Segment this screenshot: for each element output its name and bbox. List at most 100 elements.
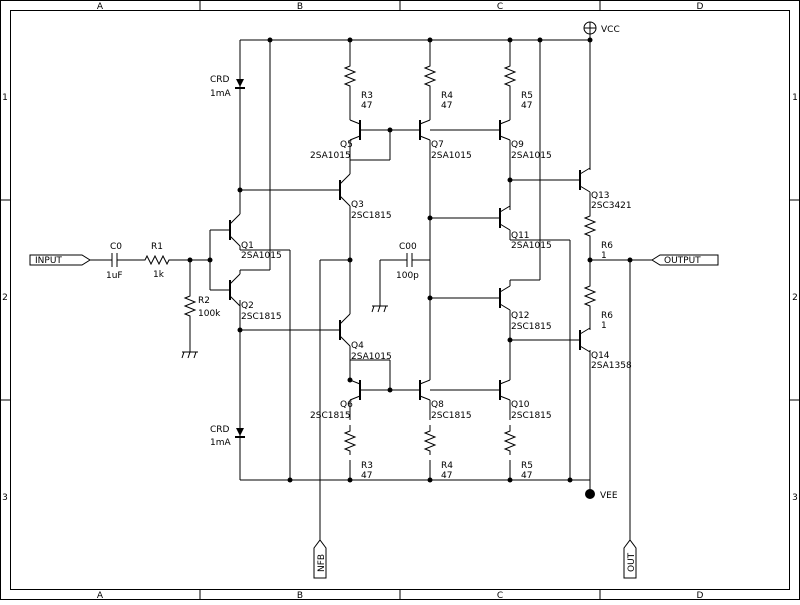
- r2-name: R2: [198, 296, 210, 306]
- grid-col-c-bottom: C: [497, 591, 503, 600]
- grid-row-2-right: 2: [792, 293, 798, 303]
- crd-bottom-name: CRD: [210, 425, 230, 435]
- q9-part: 2SA1015: [511, 151, 552, 161]
- q12-part: 2SC1815: [511, 322, 552, 332]
- q14-part: 2SA1358: [591, 361, 632, 371]
- crd-bottom: CRD 1mA: [210, 300, 245, 480]
- nfb-port[interactable]: NFB: [313, 539, 327, 579]
- transistor-q11: Q11 2SA1015: [430, 205, 571, 480]
- r1-name: R1: [151, 242, 163, 252]
- vee-label: VEE: [600, 491, 618, 501]
- q1-part: 2SA1015: [241, 251, 282, 261]
- output-port[interactable]: OUTPUT: [651, 254, 719, 266]
- resistor-r3-top: R3 47: [344, 40, 373, 120]
- crd-bottom-value: 1mA: [210, 438, 231, 448]
- transistor-q4: Q4 2SA1015: [339, 260, 392, 380]
- c00-name: C00: [399, 242, 417, 252]
- transistor-q9: Q9 2SA1015: [430, 119, 552, 210]
- r4-bottom-name: R4: [441, 461, 453, 471]
- q4-name: Q4: [351, 341, 364, 351]
- transistor-q13: Q13 2SC3421: [579, 167, 632, 211]
- transistor-q6: Q6 2SC1815: [310, 359, 420, 421]
- r3-top-value: 47: [361, 101, 372, 111]
- grid-row-1-right: 1: [792, 93, 798, 103]
- grid-row-3-left: 3: [2, 493, 8, 503]
- resistor-r5-bottom: R5 47: [504, 424, 533, 481]
- grid-col-b-bottom: B: [297, 591, 303, 600]
- resistor-r5-top: R5 47: [504, 40, 533, 120]
- out-port-label: OUT: [627, 552, 637, 572]
- q2-part: 2SC1815: [241, 312, 282, 322]
- q3-name: Q3: [351, 200, 364, 210]
- out-port[interactable]: OUT: [623, 539, 637, 579]
- capacitor-c0: C0 1uF: [90, 242, 140, 281]
- q2-name: Q2: [241, 301, 254, 311]
- grid-col-c-top: C: [497, 2, 503, 12]
- grid-row-2-left: 2: [2, 293, 8, 303]
- q12-name: Q12: [511, 311, 530, 321]
- crd-top: CRD 1mA: [210, 40, 245, 190]
- output-port-label: OUTPUT: [664, 256, 701, 266]
- input-port-label: INPUT: [35, 256, 62, 266]
- r5-bottom-value: 47: [521, 471, 532, 481]
- r3-bottom-value: 47: [361, 471, 372, 481]
- resistor-r2: R2 100k: [181, 260, 221, 359]
- transistor-q5: Q5 2SA1015: [310, 119, 420, 161]
- grid-row-3-right: 3: [792, 493, 798, 503]
- grid-col-b-top: B: [297, 2, 303, 12]
- transistor-q2: Q2 2SC1815: [210, 40, 282, 322]
- input-port[interactable]: INPUT: [29, 254, 91, 266]
- r3-bottom-name: R3: [361, 461, 373, 471]
- r4-top-value: 47: [441, 101, 452, 111]
- transistor-q7: Q7 2SA1015: [419, 119, 472, 380]
- q11-name: Q11: [511, 231, 530, 241]
- q1-name: Q1: [241, 241, 254, 251]
- r6-bottom-value: 1: [601, 321, 607, 331]
- vee-rail: VEE: [240, 350, 618, 501]
- capacitor-c00: C00 100p: [371, 242, 430, 313]
- r2-value: 100k: [198, 309, 221, 319]
- transistor-q1: Q1 2SA1015: [209, 190, 291, 480]
- r5-bottom-name: R5: [521, 461, 533, 471]
- crd-top-value: 1mA: [210, 89, 231, 99]
- resistor-r1: R1 1k: [140, 242, 210, 280]
- q7-name: Q7: [431, 140, 444, 150]
- q10-name: Q10: [511, 400, 530, 410]
- grid-col-a-top: A: [97, 2, 104, 12]
- r3-top-name: R3: [361, 91, 373, 101]
- nfb-port-label: NFB: [317, 554, 327, 572]
- r6-top-name: R6: [601, 241, 613, 251]
- q10-part: 2SC1815: [511, 411, 552, 421]
- resistor-r6-top: R6 1: [584, 209, 613, 280]
- q6-name: Q6: [340, 400, 353, 410]
- q6-part: 2SC1815: [310, 411, 351, 421]
- vcc-rail: VCC: [240, 21, 620, 170]
- resistor-r3-bottom: R3 47: [344, 424, 373, 481]
- q13-part: 2SC3421: [591, 201, 632, 211]
- q13-name: Q13: [591, 191, 610, 201]
- resistor-r4-top: R4 47: [424, 40, 453, 120]
- vcc-label: VCC: [601, 25, 620, 35]
- q9-name: Q9: [511, 140, 524, 150]
- r4-bottom-value: 47: [441, 471, 452, 481]
- q7-part: 2SA1015: [431, 151, 472, 161]
- r4-top-name: R4: [441, 91, 453, 101]
- c00-value: 100p: [396, 271, 419, 281]
- q5-part: 2SA1015: [310, 151, 351, 161]
- q4-part: 2SA1015: [351, 352, 392, 362]
- q14-name: Q14: [591, 351, 610, 361]
- r5-top-value: 47: [521, 101, 532, 111]
- q3-part: 2SC1815: [351, 211, 392, 221]
- q8-part: 2SC1815: [431, 411, 472, 421]
- grid-col-d-bottom: D: [697, 591, 704, 600]
- r5-top-name: R5: [521, 91, 533, 101]
- grid-row-1-left: 1: [2, 93, 8, 103]
- q11-part: 2SA1015: [511, 241, 552, 251]
- resistor-r4-bottom: R4 47: [424, 424, 453, 481]
- crd-top-name: CRD: [210, 75, 230, 85]
- grid-col-a-bottom: A: [97, 591, 104, 600]
